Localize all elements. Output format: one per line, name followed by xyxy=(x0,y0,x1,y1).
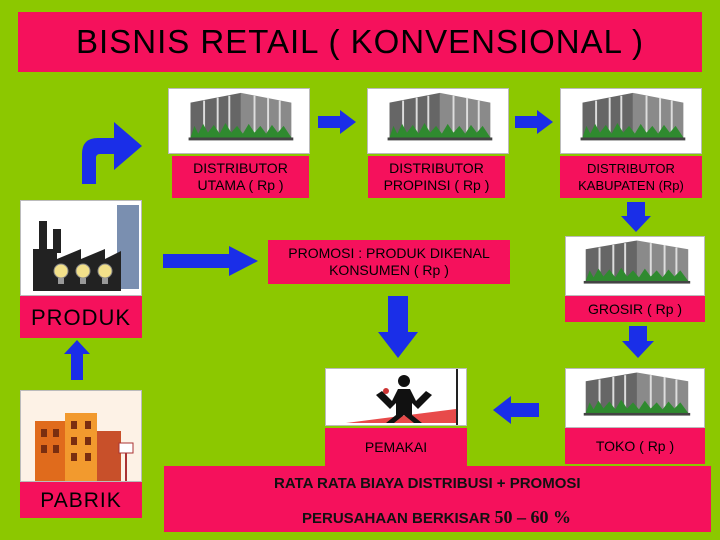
toko-label: TOKO ( Rp ) xyxy=(595,437,675,454)
arrow-down-icon xyxy=(378,296,418,358)
pabrik-box: PABRIK xyxy=(20,482,142,518)
toko-box: TOKO ( Rp ) xyxy=(565,428,705,464)
footer-line1: RATA RATA BIAYA DISTRIBUSI + PROMOSI xyxy=(274,475,581,492)
page-title: BISNIS RETAIL ( KONVENSIONAL ) xyxy=(76,23,644,60)
grosir-label: GROSIR ( Rp ) xyxy=(587,300,683,317)
distributor-kabupaten-image xyxy=(560,88,702,154)
title-banner: BISNIS RETAIL ( KONVENSIONAL ) xyxy=(18,12,702,72)
grosir-box: GROSIR ( Rp ) xyxy=(565,296,705,322)
promosi-label: PROMOSI : PRODUK DIKENAL KONSUMEN ( Rp ) xyxy=(288,245,490,278)
arrow-down-icon xyxy=(622,326,654,358)
arrow-left-icon xyxy=(493,396,539,424)
distributor-propinsi-box: DISTRIBUTOR PROPINSI ( Rp ) xyxy=(368,156,505,198)
promosi-box: PROMOSI : PRODUK DIKENAL KONSUMEN ( Rp ) xyxy=(268,240,510,284)
footer-line2-prefix: PERUSAHAAN BERKISAR xyxy=(302,510,495,527)
bent-arrow-icon xyxy=(82,122,142,184)
distributor-utama-box: DISTRIBUTOR UTAMA ( Rp ) xyxy=(172,156,309,198)
footer-line2: PERUSAHAAN BERKISAR 50 – 60 % xyxy=(302,507,571,528)
arrow-right-icon xyxy=(318,110,356,134)
footer-percentage: 50 – 60 % xyxy=(494,507,572,527)
distributor-propinsi-image xyxy=(367,88,509,154)
pemakai-label: PEMAKAI xyxy=(364,438,428,455)
pemakai-box: PEMAKAI xyxy=(325,428,467,466)
pabrik-label: PABRIK xyxy=(40,488,122,512)
arrow-down-icon xyxy=(621,202,651,232)
distributor-utama-label: DISTRIBUTOR UTAMA ( Rp ) xyxy=(193,160,288,193)
pemakai-image xyxy=(325,368,467,426)
distributor-kabupaten-box: DISTRIBUTOR KABUPATEN (Rp) xyxy=(560,156,702,198)
distributor-utama-image xyxy=(168,88,310,154)
arrow-up-icon xyxy=(64,340,90,380)
distributor-kabupaten-label: DISTRIBUTOR KABUPATEN (Rp) xyxy=(578,161,684,193)
produk-box: PRODUK xyxy=(20,296,142,338)
factory-image xyxy=(20,200,142,296)
grosir-image xyxy=(565,236,705,296)
produk-label: PRODUK xyxy=(30,304,132,330)
distributor-propinsi-label: DISTRIBUTOR PROPINSI ( Rp ) xyxy=(383,160,490,193)
toko-image xyxy=(565,368,705,428)
arrow-right-icon xyxy=(163,246,258,276)
footer-box: RATA RATA BIAYA DISTRIBUSI + PROMOSI PER… xyxy=(164,466,711,532)
pabrik-image xyxy=(20,390,142,482)
arrow-right-icon xyxy=(515,110,553,134)
